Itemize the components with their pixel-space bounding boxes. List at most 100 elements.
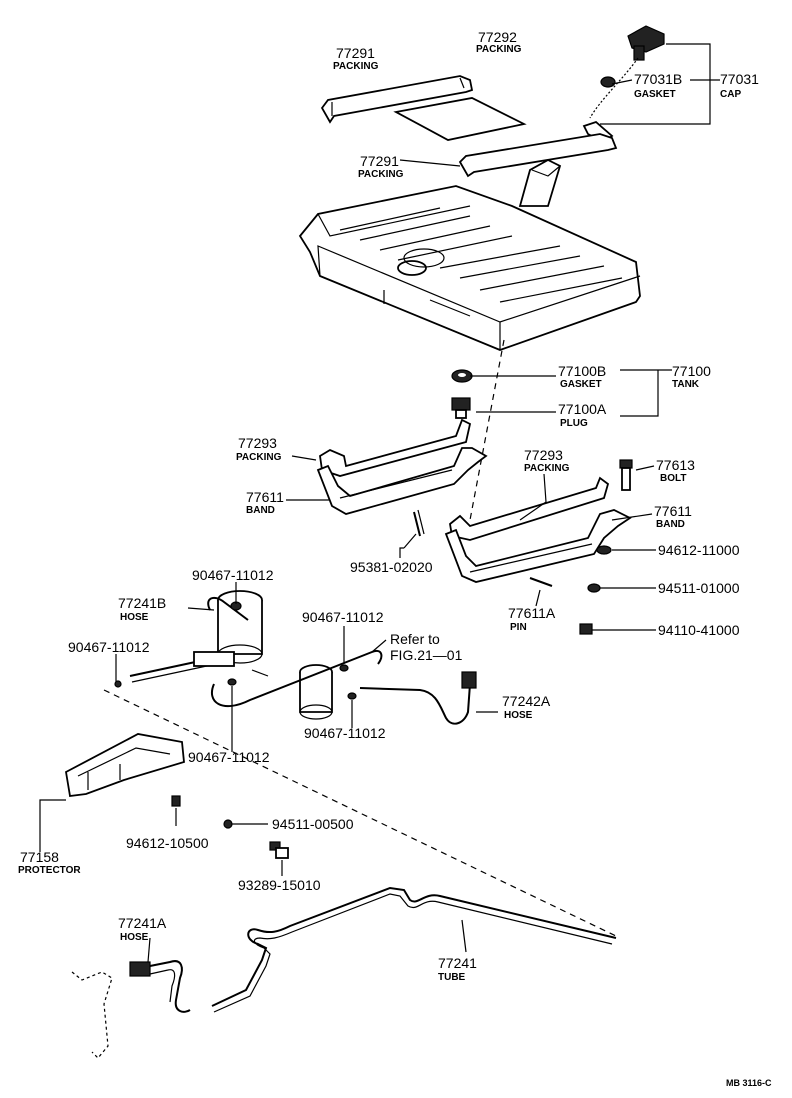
drain-plug	[451, 397, 471, 419]
fuel-tube	[211, 886, 617, 1013]
bolt-15010	[269, 841, 289, 859]
label-77241b: 77241B HOSE	[118, 595, 166, 623]
label-77611-left: 77611 BAND	[246, 489, 284, 516]
label-77242a: 77242A HOSE	[502, 693, 551, 721]
assembly-line-plug	[469, 339, 505, 521]
svg-text:PACKING: PACKING	[236, 452, 282, 463]
svg-text:77293: 77293	[524, 447, 563, 463]
packing-sheet	[393, 97, 527, 141]
svg-text:77100A: 77100A	[558, 401, 607, 417]
label-77293-left: 77293 PACKING	[236, 435, 282, 463]
svg-text:77291: 77291	[360, 153, 399, 169]
label-77100: 77100 TANK	[672, 363, 711, 390]
svg-text:PACKING: PACKING	[333, 61, 379, 72]
label-77291-upper: 77291 PACKING	[333, 45, 379, 72]
leader-lines	[39, 43, 720, 963]
label-77611-right: 77611 BAND	[654, 503, 692, 530]
washer-11000	[596, 545, 612, 555]
svg-text:77031B: 77031B	[634, 71, 682, 87]
svg-text:HOSE: HOSE	[120, 932, 149, 943]
label-95381-02020: 95381-02020	[350, 559, 433, 575]
label-77031b: 77031B GASKET	[634, 71, 682, 100]
reference-note: Refer to FIG.21—01	[390, 631, 463, 663]
cotter-pin	[413, 509, 425, 537]
band-pin	[529, 577, 553, 587]
svg-text:77611A: 77611A	[508, 605, 556, 621]
svg-text:77241A: 77241A	[118, 915, 167, 931]
packing-strip-upper	[320, 75, 474, 124]
svg-text:GASKET: GASKET	[560, 379, 602, 390]
packing-strip-lower	[458, 133, 618, 178]
washer-00500	[223, 819, 233, 829]
svg-text:BAND: BAND	[246, 505, 275, 516]
svg-text:PACKING: PACKING	[524, 463, 570, 474]
svg-text:TANK: TANK	[672, 379, 700, 390]
nut-41000	[579, 623, 593, 635]
svg-text:PROTECTOR: PROTECTOR	[18, 865, 81, 876]
svg-text:PLUG: PLUG	[560, 418, 588, 429]
svg-text:PACKING: PACKING	[476, 44, 522, 55]
label-93289-15010: 93289-15010	[238, 877, 321, 893]
drawing-code: MB 3116-C	[726, 1078, 772, 1088]
svg-text:77241B: 77241B	[118, 595, 166, 611]
label-94612-10500: 94612-10500	[126, 835, 209, 851]
label-77100b: 77100B GASKET	[558, 363, 606, 390]
label-90467-e: 90467-11012	[304, 725, 386, 741]
svg-text:77291: 77291	[336, 45, 375, 61]
tank-band-right	[444, 476, 632, 583]
washer-01000	[587, 583, 601, 593]
svg-text:PACKING: PACKING	[358, 169, 404, 180]
label-90467-d: 90467-11012	[188, 749, 270, 765]
label-77241a: 77241A HOSE	[118, 915, 167, 943]
charcoal-canister-left	[217, 590, 263, 664]
label-77100a: 77100A PLUG	[558, 401, 607, 429]
svg-text:77241: 77241	[438, 955, 477, 971]
svg-text:BOLT: BOLT	[660, 473, 686, 484]
label-77613: 77613 BOLT	[656, 457, 695, 484]
svg-text:GASKET: GASKET	[634, 89, 676, 100]
assembly-line-tube	[103, 689, 617, 937]
label-94511-00500: 94511-00500	[272, 816, 354, 832]
label-77031: 77031 CAP	[720, 71, 759, 100]
tank-gasket-hole	[458, 373, 466, 377]
svg-text:77611: 77611	[246, 489, 284, 505]
tank-band-left	[316, 418, 488, 515]
svg-text:77031: 77031	[720, 71, 759, 87]
svg-text:77100: 77100	[672, 363, 711, 379]
label-94110-41000: 94110-41000	[658, 622, 740, 638]
svg-text:PIN: PIN	[510, 622, 527, 633]
svg-text:BAND: BAND	[656, 519, 685, 530]
label-77291-lower: 77291 PACKING	[358, 153, 404, 180]
label-77293-right: 77293 PACKING	[524, 447, 570, 474]
svg-text:Refer to: Refer to	[390, 631, 440, 647]
nut-10500	[171, 795, 181, 807]
label-77292: 77292 PACKING	[476, 29, 522, 55]
svg-text:77100B: 77100B	[558, 363, 606, 379]
charcoal-canister-right	[299, 664, 333, 720]
label-90467-b: 90467-11012	[302, 609, 384, 625]
fuel-hose	[71, 960, 191, 1059]
svg-text:HOSE: HOSE	[504, 710, 533, 721]
svg-text:77293: 77293	[238, 435, 277, 451]
hoses-and-clips	[114, 596, 477, 725]
svg-text:77242A: 77242A	[502, 693, 551, 709]
band-bolt	[619, 459, 633, 491]
svg-text:77611: 77611	[654, 503, 692, 519]
label-90467-c: 90467-11012	[68, 639, 150, 655]
label-94511-01000: 94511-01000	[658, 580, 740, 596]
svg-text:77292: 77292	[478, 29, 517, 45]
svg-text:77158: 77158	[20, 849, 59, 865]
label-77611a: 77611A PIN	[508, 605, 556, 633]
svg-text:CAP: CAP	[720, 89, 741, 100]
label-77241: 77241 TUBE	[438, 955, 477, 983]
label-90467-a: 90467-11012	[192, 567, 274, 583]
label-94612-11000: 94612-11000	[658, 542, 740, 558]
svg-text:HOSE: HOSE	[120, 612, 149, 623]
label-77158: 77158 PROTECTOR	[18, 849, 81, 876]
protector	[65, 733, 185, 798]
svg-text:TUBE: TUBE	[438, 972, 466, 983]
svg-text:77613: 77613	[656, 457, 695, 473]
svg-text:FIG.21—01: FIG.21—01	[390, 647, 463, 663]
